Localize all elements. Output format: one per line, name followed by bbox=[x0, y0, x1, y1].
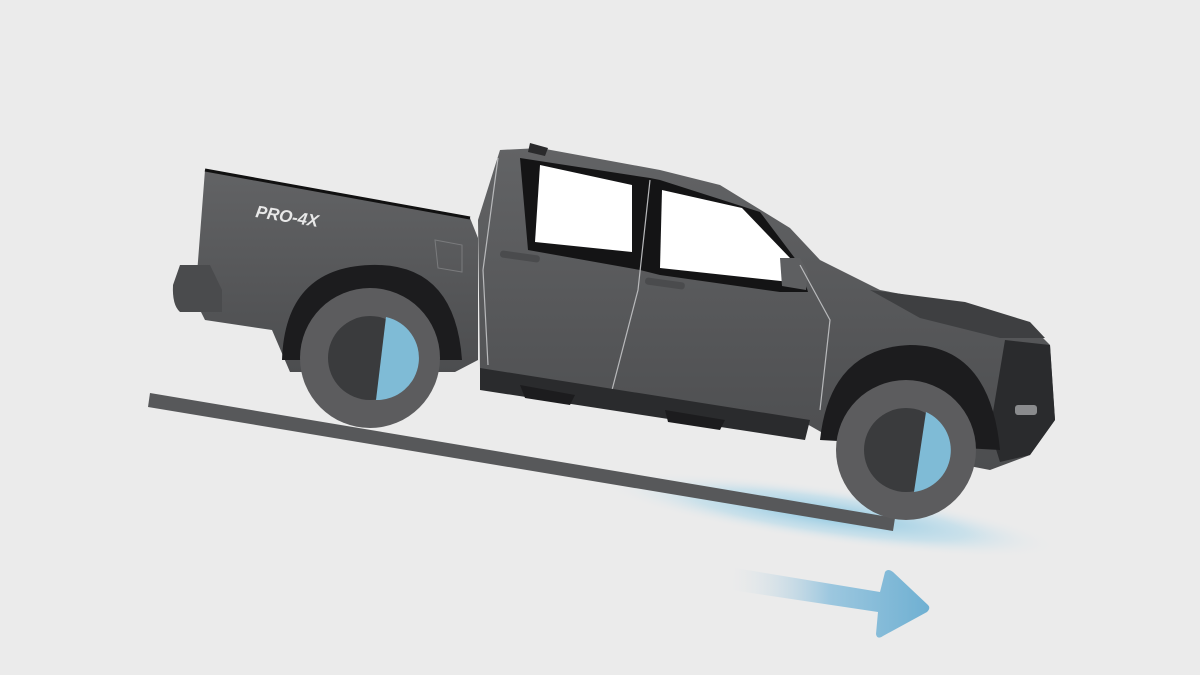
ground-slope bbox=[148, 393, 895, 531]
rear-window bbox=[535, 165, 632, 252]
side-step bbox=[480, 368, 810, 440]
front-wheel bbox=[836, 380, 976, 520]
rear-wheel bbox=[300, 288, 440, 428]
front-window bbox=[660, 190, 790, 282]
pickup-truck: PRO-4X bbox=[172, 143, 1055, 520]
direction-arrow-icon bbox=[731, 568, 930, 638]
